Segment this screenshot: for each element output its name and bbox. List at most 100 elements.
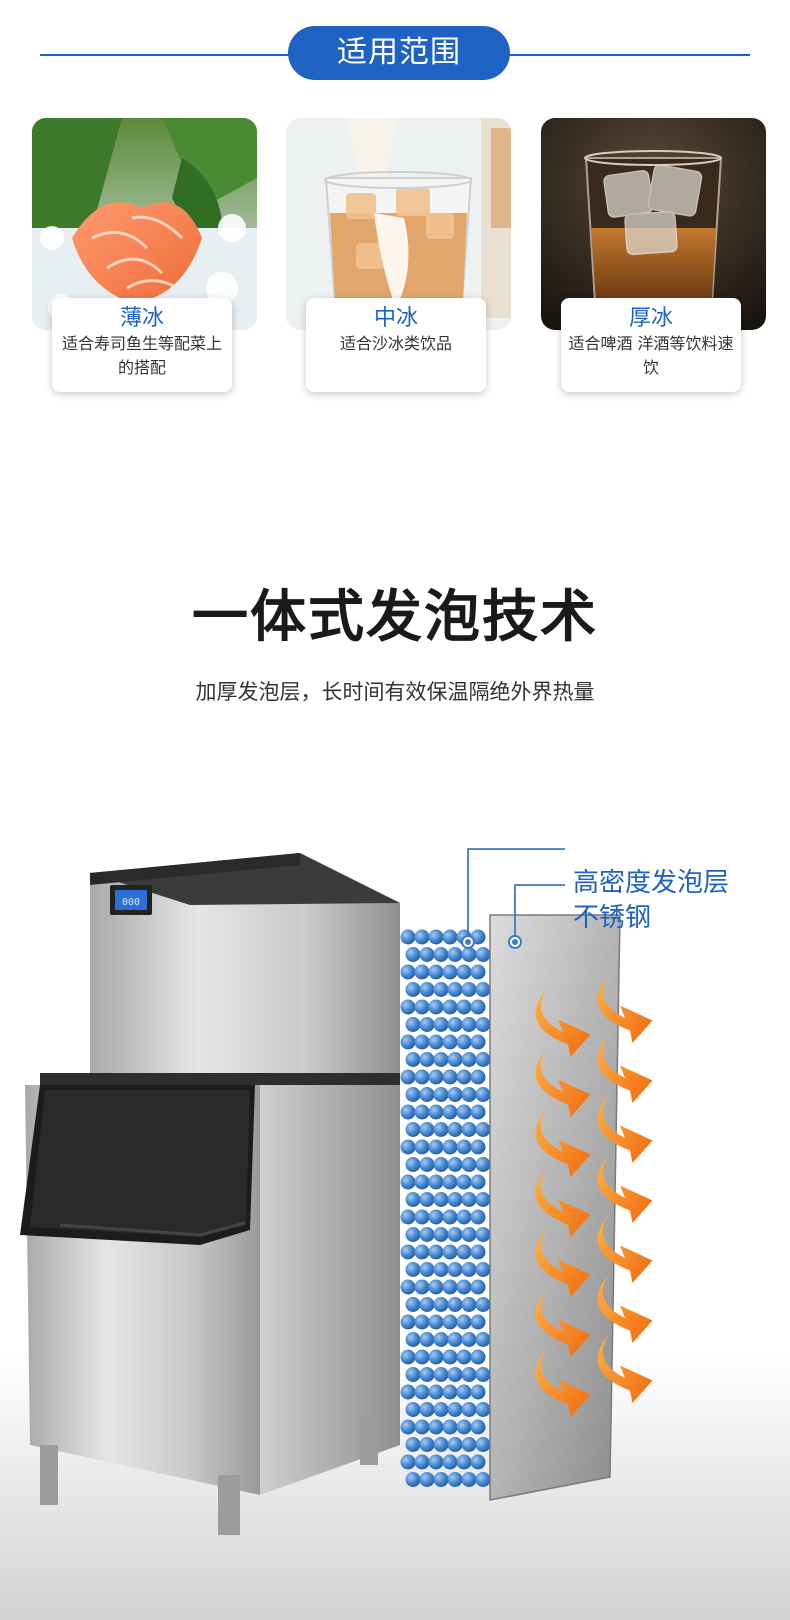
foam-ball	[433, 1437, 449, 1452]
foam-ball	[428, 1244, 444, 1260]
whiskey-ice-photo	[541, 118, 766, 330]
foam-ball	[456, 1104, 472, 1120]
foam-ball	[470, 1104, 486, 1120]
foam-ball	[419, 982, 435, 997]
foam-ball	[461, 1367, 477, 1382]
foam-ball	[419, 1472, 435, 1487]
foam-ball	[414, 1384, 430, 1400]
ice-type-name: 中冰	[373, 306, 418, 331]
heat-arrow-icon	[535, 1347, 591, 1417]
foam-ball	[405, 947, 421, 962]
foam-ball	[419, 1297, 435, 1312]
foam-ball	[456, 1139, 472, 1155]
foam-ball	[419, 1367, 435, 1382]
foam-ball	[419, 1262, 435, 1277]
foam-ball	[433, 1402, 449, 1417]
foam-ball	[470, 1244, 486, 1260]
ice-type-name: 薄冰	[119, 306, 164, 331]
foam-ball	[405, 1297, 421, 1312]
foam-ball	[405, 1017, 421, 1032]
foam-ball	[461, 1122, 477, 1137]
foam-ball	[414, 1174, 430, 1190]
heat-arrow-icon	[597, 1213, 653, 1283]
foam-ball	[419, 1017, 435, 1032]
foam-ball	[428, 964, 444, 980]
foam-ball	[447, 1087, 463, 1102]
foam-ball	[400, 999, 416, 1015]
foam-ball	[414, 1349, 430, 1365]
foam-ball	[442, 999, 458, 1015]
ice-type-card-thick: 厚冰 适合啤酒 洋酒等饮料速饮	[541, 118, 766, 396]
foam-ball	[433, 1087, 449, 1102]
foam-ball	[456, 1384, 472, 1400]
foam-tech-subtitle: 加厚发泡层，长时间有效保温隔绝外界热量	[195, 680, 595, 704]
ice-type-desc: 适合沙冰类饮品	[339, 334, 452, 353]
foam-ball	[405, 1087, 421, 1102]
heat-arrow-icon	[535, 1167, 591, 1237]
foam-ball	[442, 1419, 458, 1435]
foam-ball	[428, 1139, 444, 1155]
ice-type-label: 中冰 适合沙冰类饮品	[306, 298, 486, 392]
foam-ball	[470, 1279, 486, 1295]
foam-ball	[461, 1052, 477, 1067]
foam-ball	[447, 1052, 463, 1067]
foam-ball	[419, 1087, 435, 1102]
foam-ball	[433, 1157, 449, 1172]
ice-type-card-medium: 中冰 适合沙冰类饮品	[286, 118, 511, 396]
foam-ball	[414, 929, 430, 945]
foam-ball	[442, 1314, 458, 1330]
foam-ball	[433, 1052, 449, 1067]
foam-ball	[461, 1087, 477, 1102]
foam-ball	[400, 1384, 416, 1400]
foam-ball	[447, 1367, 463, 1382]
foam-ball	[447, 1402, 463, 1417]
foam-ball	[419, 1437, 435, 1452]
foam-ball	[414, 999, 430, 1015]
ice-type-desc: 适合啤酒 洋酒等饮料速饮	[568, 334, 734, 377]
foam-ball	[442, 1104, 458, 1120]
foam-ball	[433, 982, 449, 997]
foam-ball	[428, 1104, 444, 1120]
foam-ball	[456, 1069, 472, 1085]
foam-ball	[405, 1122, 421, 1137]
ice-machine: 000	[20, 853, 400, 1535]
foam-ball	[470, 1034, 486, 1050]
ice-machine-illustration: 000	[0, 755, 790, 1620]
foam-ball	[428, 1419, 444, 1435]
foam-ball	[433, 1017, 449, 1032]
foam-ball	[475, 1367, 491, 1382]
foam-ball	[442, 1174, 458, 1190]
foam-ball	[442, 1454, 458, 1470]
foam-ball	[447, 982, 463, 997]
display-reading: 000	[122, 897, 140, 908]
foam-ball	[461, 1332, 477, 1347]
heat-arrow-icon	[535, 1287, 591, 1357]
foam-ball	[433, 1122, 449, 1137]
foam-ball	[456, 1174, 472, 1190]
foam-ball	[456, 1419, 472, 1435]
foam-ball	[400, 1034, 416, 1050]
heat-arrow-icon	[597, 973, 653, 1043]
foam-ball	[400, 1209, 416, 1225]
foam-ball	[414, 1209, 430, 1225]
foam-ball	[428, 1034, 444, 1050]
foam-ball	[447, 947, 463, 962]
heat-arrow-icon	[597, 1273, 653, 1343]
foam-ball	[447, 1122, 463, 1137]
ice-type-label: 厚冰 适合啤酒 洋酒等饮料速饮	[561, 298, 741, 392]
foam-ball	[433, 1472, 449, 1487]
foam-ball	[419, 1052, 435, 1067]
foam-ball	[414, 1419, 430, 1435]
foam-ball	[461, 947, 477, 962]
foam-ball	[461, 1262, 477, 1277]
heat-arrows	[535, 973, 653, 1417]
heat-arrow-icon	[535, 1047, 591, 1117]
salmon-sashimi-photo	[32, 118, 257, 330]
foam-ball	[400, 1454, 416, 1470]
foam-ball	[405, 1472, 421, 1487]
foam-ball	[400, 1104, 416, 1120]
callout-lines	[467, 848, 565, 942]
foam-ball	[400, 1174, 416, 1190]
foam-ball	[405, 1192, 421, 1207]
foam-ball	[461, 1402, 477, 1417]
